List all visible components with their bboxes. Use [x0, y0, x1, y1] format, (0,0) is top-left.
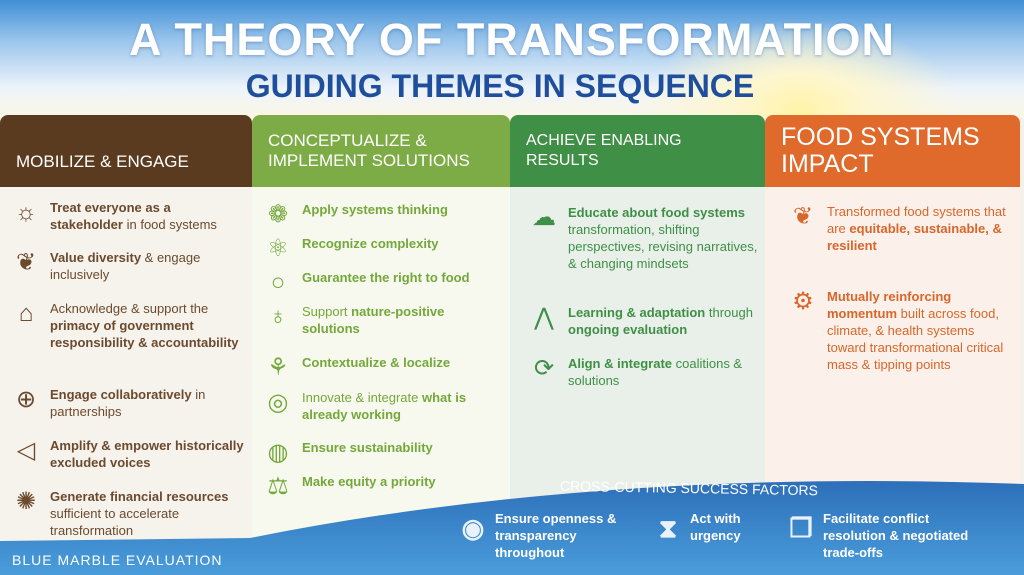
- cross-factor-openness: ◉Ensure openness & transparency througho…: [462, 510, 635, 561]
- speech-bubbles-icon: ❐: [789, 513, 813, 543]
- item-text-bold: ongoing evaluation: [568, 322, 688, 337]
- item-text-bold: Learning & adaptation: [568, 305, 706, 320]
- theme-item: ◁ Amplify & empower historically excluded…: [17, 437, 246, 471]
- column-mobilize-engage: MOBILIZE & ENGAGE ☼ Treat everyone as a s…: [0, 115, 252, 575]
- item-text-bold: Value diversity: [50, 250, 142, 265]
- item-text: Transformed food systems that are: [827, 204, 1006, 236]
- item-text: transformation, shifting perspectives, r…: [568, 222, 758, 271]
- atom-icon: ⚛: [267, 235, 289, 262]
- column-conceptualize: CONCEPTUALIZE & IMPLEMENT SOLUTIONS ❁ App…: [252, 115, 510, 575]
- item-text: Innovate & integrate: [302, 390, 422, 405]
- item-text-bold: what is already working: [302, 390, 467, 422]
- blue-marble-logo: BLUE MARBLE EVALUATION: [12, 552, 223, 568]
- page-subtitle: GUIDING THEMES IN SEQUENCE: [245, 68, 755, 104]
- gear-leaf-icon: ⚙: [792, 288, 814, 315]
- theme-item: ♁ Support nature-positive solutions: [269, 303, 504, 337]
- sky-background: [0, 0, 1024, 118]
- theme-item: ⟳ Align & integrate coalitions & solution…: [534, 355, 759, 389]
- sprout-icon: ❦: [792, 203, 814, 230]
- item-text-bold: Make equity a priority: [302, 474, 436, 489]
- item-text-bold: Amplify & empower historically excluded …: [50, 438, 244, 470]
- hourglass-icon: ⧗: [658, 513, 678, 543]
- theme-item: ⌂ Acknowledge & support the primacy of go…: [19, 300, 246, 351]
- item-text-bold: Generate financial resources: [50, 489, 229, 504]
- item-text-bold: nature-positive solutions: [302, 304, 445, 336]
- theme-item: ⊕ Engage collaboratively in partnerships: [16, 386, 246, 420]
- cycle-arrows-icon: ⟳: [533, 355, 555, 382]
- theme-item: ❦ Transformed food systems that are equit…: [793, 203, 1014, 254]
- megaphone-icon: ◁: [16, 437, 36, 464]
- theme-item: ○ Guarantee the right to food: [271, 269, 504, 296]
- column-header: ACHIEVE ENABLING RESULTS: [510, 115, 765, 187]
- head-tree-icon: ☁: [532, 204, 556, 231]
- item-text-bold: Recognize complexity: [302, 236, 439, 251]
- lightbulb-leaf-icon: ♁: [269, 303, 287, 330]
- item-text-bold: Engage collaboratively: [50, 387, 192, 402]
- item-text: built across food, climate, & health sys…: [827, 306, 1004, 372]
- cross-factor-conflict: ❐Facilitate conflict resolution & negoti…: [789, 510, 983, 561]
- money-icon: ✺: [15, 488, 37, 515]
- item-text-bold: Educate about food systems: [568, 205, 745, 220]
- theme-item: ❁ Apply systems thinking: [268, 201, 504, 228]
- chart-icon: ⋀: [534, 304, 554, 331]
- eye-icon: ◉: [461, 513, 485, 543]
- theme-item: ☼ Treat everyone as a stakeholder in food…: [15, 199, 246, 233]
- theme-item: ☁ Educate about food systems transformati…: [532, 204, 759, 272]
- column-header: MOBILIZE & ENGAGE: [0, 115, 252, 187]
- theme-item: ◎ Innovate & integrate what is already wo…: [268, 389, 504, 423]
- item-text: in food systems: [122, 217, 217, 232]
- column-body: ☼ Treat everyone as a stakeholder in food…: [0, 187, 252, 575]
- item-text-bold: Contextualize & localize: [302, 355, 451, 370]
- theme-item: ✺ Generate financial resources sufficient…: [16, 488, 246, 539]
- cross-factor-urgency: ⧗Act with urgency: [659, 510, 760, 544]
- butterfly-icon: ❦: [15, 249, 37, 276]
- item-text-bold: Align & integrate: [568, 356, 673, 371]
- sun-icon: ☼: [15, 199, 37, 226]
- item-text: in partnerships: [50, 387, 206, 419]
- column-header: CONCEPTUALIZE & IMPLEMENT SOLUTIONS: [252, 115, 510, 187]
- leaf-cycle-icon: ❁: [267, 201, 289, 228]
- target-icon: ◎: [267, 389, 289, 416]
- item-text-bold: equitable, sustainable, & resilient: [827, 221, 1002, 253]
- theme-item: ❦ Value diversity & engage inclusively: [16, 249, 246, 283]
- theme-item: ⚘ Contextualize & localize: [267, 354, 504, 381]
- item-text-bold: Apply systems thinking: [302, 202, 448, 217]
- theme-item: ⚙ Mutually reinforcing momentum built acr…: [792, 288, 1014, 373]
- theme-item: ⚖ Make equity a priority: [267, 473, 504, 500]
- item-text-bold: Treat everyone as a stakeholder: [50, 200, 171, 232]
- column-header: FOOD SYSTEMS IMPACT: [765, 115, 1020, 187]
- carrot-icon: ⚘: [267, 354, 289, 381]
- theme-item: ◍ Ensure sustainability: [268, 439, 504, 466]
- scales-icon: ⚖: [267, 473, 289, 500]
- apple-icon: ○: [270, 269, 286, 296]
- item-text: through: [705, 305, 753, 320]
- theme-item: ⋀ Learning & adaptation through ongoing e…: [534, 304, 759, 338]
- item-text-bold: Mutually reinforcing momentum: [827, 289, 952, 321]
- globe-icon: ⊕: [15, 386, 37, 413]
- item-text-bold: Guarantee the right to food: [302, 270, 470, 285]
- item-text: & engage inclusively: [50, 250, 201, 282]
- theme-item: ⚛ Recognize complexity: [267, 235, 504, 262]
- item-text-bold: Ensure sustainability: [302, 440, 433, 455]
- item-text: sufficient to accelerate transformation: [50, 506, 180, 538]
- item-text: Support: [302, 304, 352, 319]
- page-title: A THEORY OF TRANSFORMATION: [129, 14, 895, 65]
- earth-icon: ◍: [267, 439, 289, 466]
- item-text-bold: primacy of government responsibility & a…: [50, 318, 239, 350]
- item-text: Acknowledge & support the: [50, 301, 209, 316]
- government-building-icon: ⌂: [18, 300, 34, 327]
- item-text: coalitions & solutions: [568, 356, 743, 388]
